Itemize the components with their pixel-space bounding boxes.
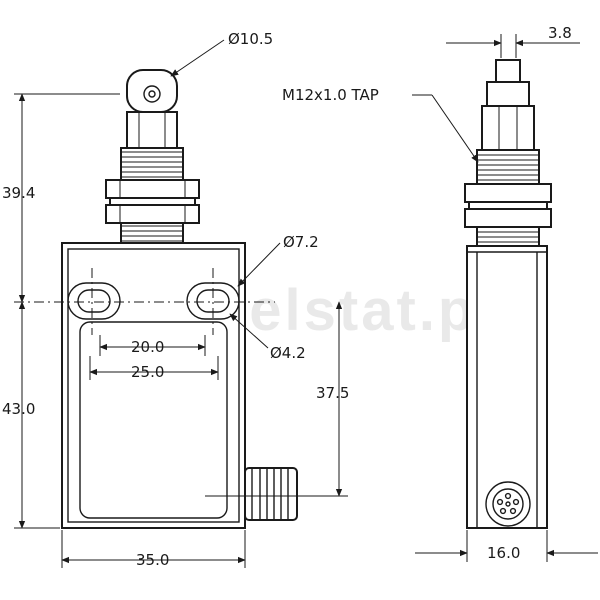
dim-label-43-0: 43.0 <box>2 400 35 418</box>
dim-connector-height: 37.5 <box>205 301 349 497</box>
dim-label-37-5: 37.5 <box>316 384 349 402</box>
dim-label-25-0: 25.0 <box>131 363 164 381</box>
dim-height-top: 39.4 <box>2 93 120 303</box>
roller <box>126 69 178 149</box>
dim-hole-outer: Ø7.2 <box>237 233 319 287</box>
dim-label-4-2: Ø4.2 <box>270 344 306 362</box>
dim-side-width: 16.0 <box>415 530 598 562</box>
nut-lower <box>105 204 200 224</box>
washer <box>109 197 196 206</box>
dim-roller-diameter: Ø10.5 <box>170 30 273 77</box>
dim-label-7-2: Ø7.2 <box>283 233 319 251</box>
dim-label-39-4: 39.4 <box>2 184 35 202</box>
dim-label-thread: M12x1.0 TAP <box>282 86 379 104</box>
dim-label-20-0: 20.0 <box>131 338 164 356</box>
cable-connector <box>244 467 298 521</box>
dim-thread-label: M12x1.0 TAP <box>282 86 479 163</box>
dim-hole-spacing-inner: 20.0 <box>99 335 206 356</box>
side-view: 3.8 M12x1.0 TAP 16.0 <box>282 24 598 562</box>
side-washer <box>468 201 548 210</box>
switch-body <box>61 242 246 529</box>
side-body <box>466 245 548 529</box>
plunger <box>481 59 535 155</box>
dim-hole-inner: Ø4.2 <box>229 313 306 362</box>
side-nut-upper <box>464 183 552 203</box>
mounting-hole-left <box>67 282 121 320</box>
dim-label-35-0: 35.0 <box>136 551 169 569</box>
dim-body-width: 35.0 <box>61 530 246 569</box>
dim-hole-spacing-outer: 25.0 <box>89 356 219 381</box>
dim-label-roller: Ø10.5 <box>228 30 273 48</box>
dim-label-16-0: 16.0 <box>487 544 520 562</box>
connector-face <box>485 481 531 527</box>
dim-height-body: 43.0 <box>2 301 60 529</box>
dim-label-3-8: 3.8 <box>548 24 572 42</box>
side-nut-lower <box>464 208 552 228</box>
front-view: 39.4 43.0 Ø10.5 Ø7.2 Ø4.2 20.0 <box>2 30 349 569</box>
dim-plunger-width: 3.8 <box>446 24 580 58</box>
